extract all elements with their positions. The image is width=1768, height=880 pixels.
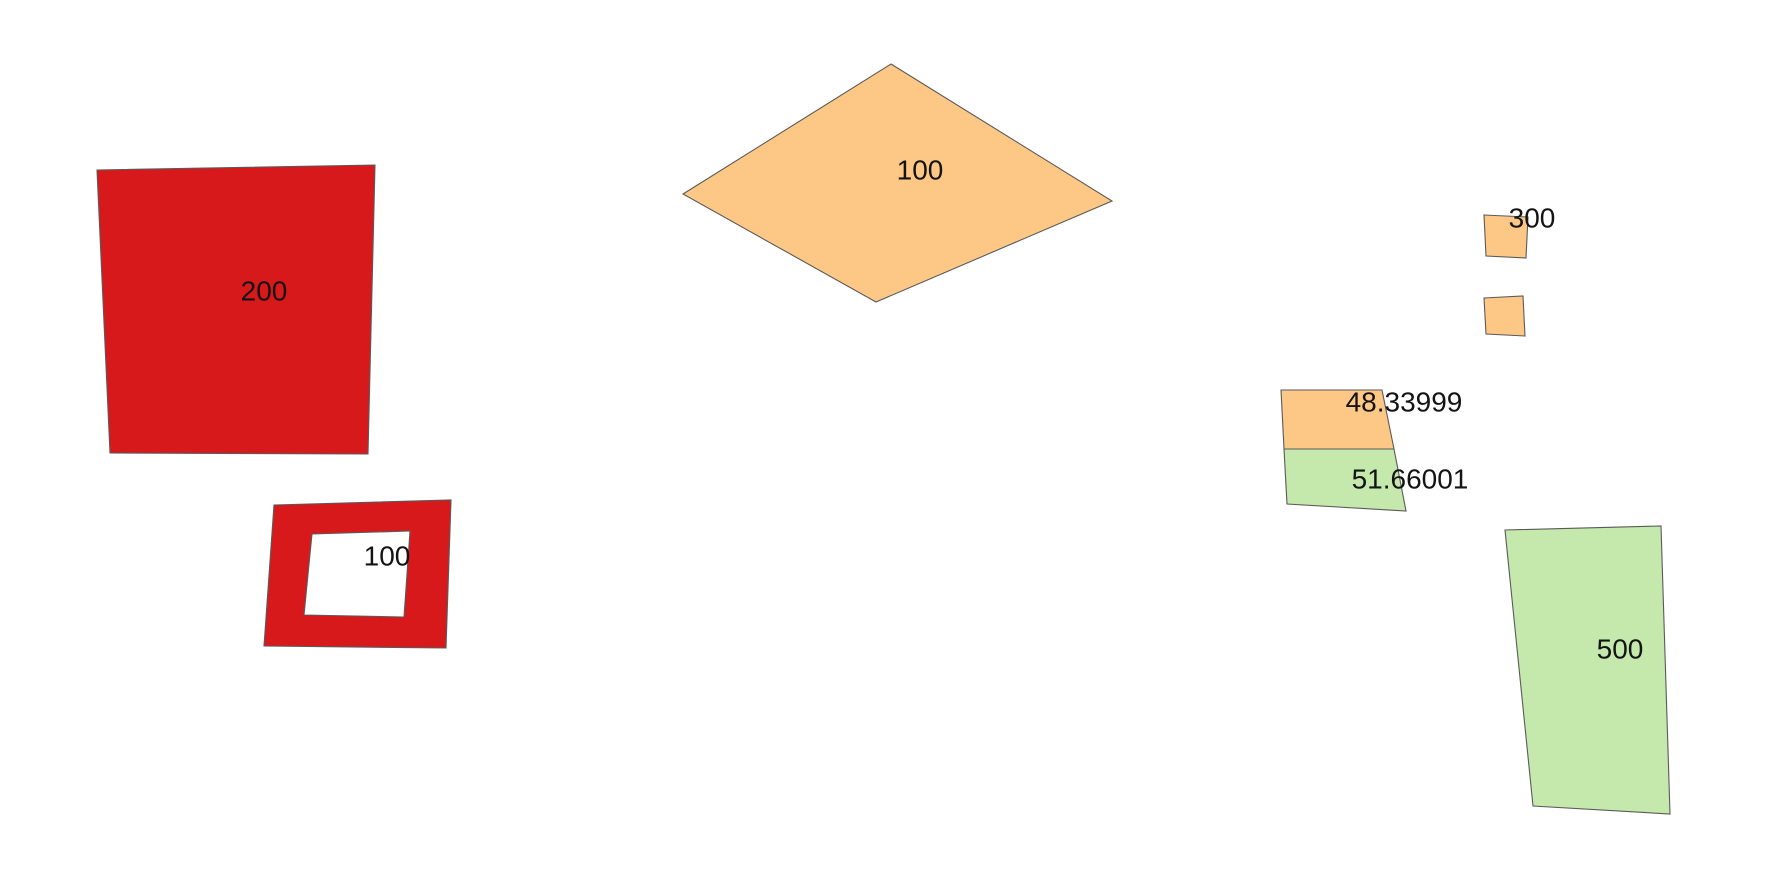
polygon-100-diamond-shape[interactable] <box>681 63 1114 303</box>
polygon-500-shape[interactable] <box>1504 525 1671 815</box>
polygon-51-shape[interactable] <box>1283 448 1407 512</box>
polygon-100-diamond-label: 100 <box>897 155 944 186</box>
polygon-100-diamond-feature[interactable] <box>681 63 1114 303</box>
polygon-300-feature[interactable] <box>1483 214 1529 337</box>
polygon-200-feature[interactable] <box>96 164 376 455</box>
polygon-300-part-bottom[interactable] <box>1483 295 1526 337</box>
polygon-100-hollow-feature[interactable] <box>263 499 452 649</box>
polygon-51-label: 51.66001 <box>1352 464 1469 495</box>
polygon-100-hollow-shape[interactable] <box>263 499 452 649</box>
polygon-500-label: 500 <box>1597 634 1644 665</box>
polygon-200-label: 200 <box>241 276 288 307</box>
polygon-51-feature[interactable] <box>1283 448 1407 512</box>
polygon-48-label: 48.33999 <box>1346 387 1463 418</box>
polygon-500-feature[interactable] <box>1504 525 1671 815</box>
polygon-300-part-top[interactable] <box>1483 214 1529 259</box>
polygon-100-hollow-label: 100 <box>364 541 411 572</box>
polygon-300-label: 300 <box>1509 203 1556 234</box>
polygon-200-shape[interactable] <box>96 164 376 455</box>
